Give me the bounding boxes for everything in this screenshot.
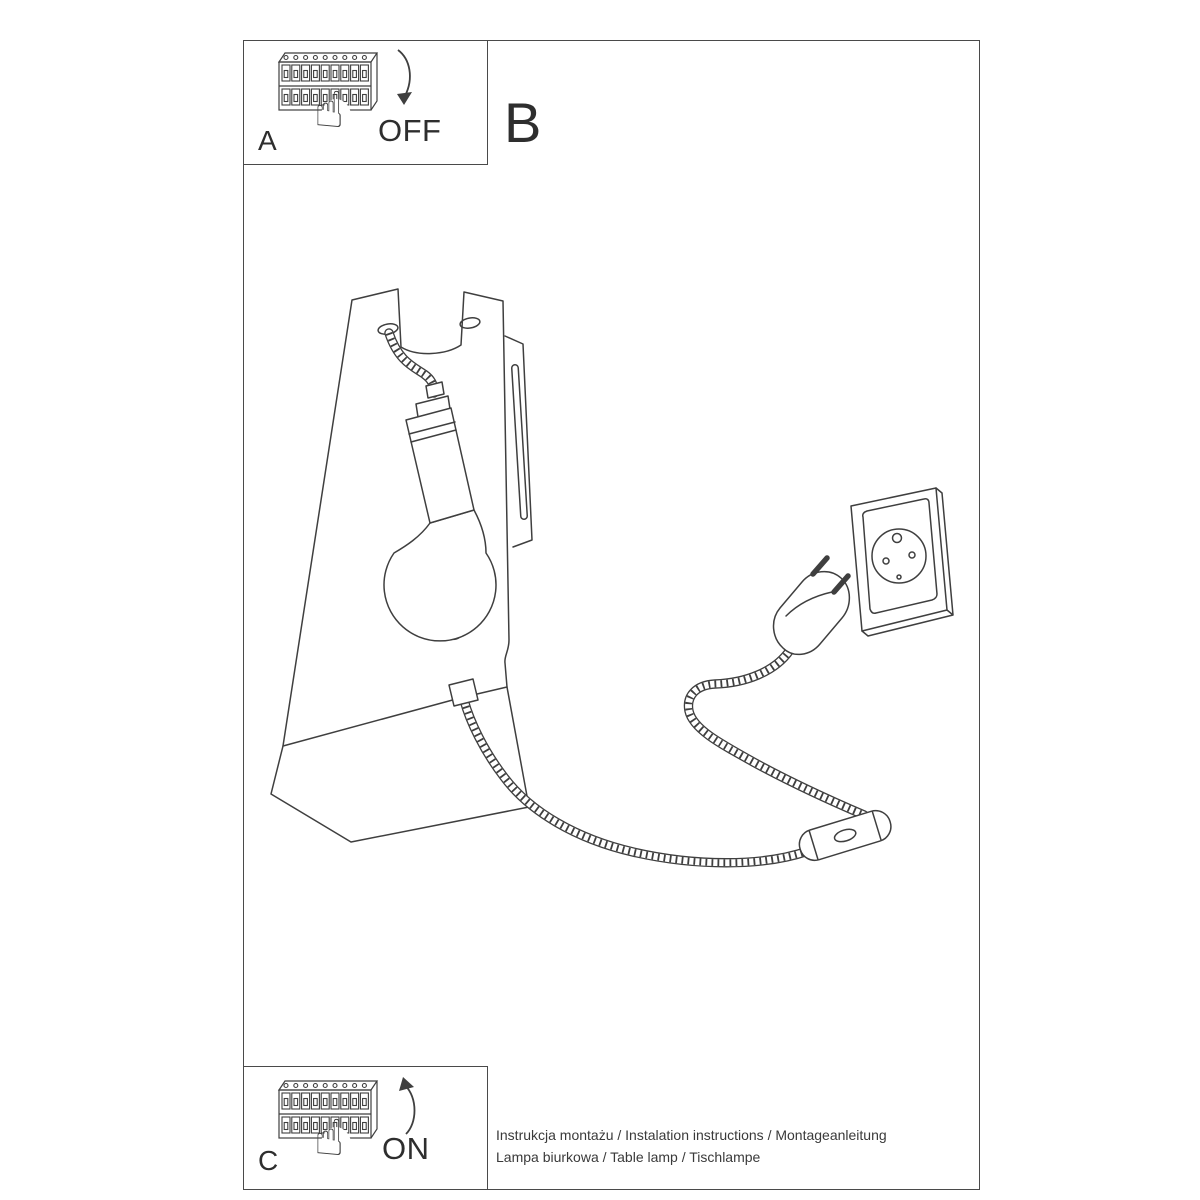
lamp-socket — [405, 381, 475, 524]
plug-face-line — [785, 591, 833, 617]
socket-plate-depth — [861, 487, 954, 637]
flange-slot-inner — [512, 365, 527, 519]
wall-socket-icon — [850, 487, 954, 637]
plug-pins — [810, 555, 851, 595]
sheet-border — [243, 40, 980, 1190]
switch-button — [833, 828, 857, 843]
keyhole-right — [459, 317, 481, 329]
socket-coupler-nub — [425, 381, 445, 399]
off-arrow-icon — [397, 49, 412, 105]
cord-b-tube — [459, 695, 813, 868]
socket-hole-left — [882, 557, 890, 565]
power-plug-icon — [772, 555, 851, 656]
stand-side-flange — [504, 335, 533, 548]
off-label: OFF — [378, 113, 442, 148]
breaker-panel-icon — [277, 1080, 379, 1139]
socket-rings — [408, 421, 457, 443]
socket-screw — [896, 574, 902, 580]
step-a-letter: A — [258, 125, 277, 156]
cord-a-core — [685, 646, 868, 819]
cord-b-ribs — [460, 699, 810, 867]
switch-body — [798, 809, 892, 862]
light-bulb — [383, 509, 497, 642]
on-label: ON — [382, 1131, 430, 1166]
socket-ground-pin — [891, 532, 903, 544]
footer: Instrukcja montażu / Instalation instruc… — [496, 1124, 887, 1168]
power-cord-switch-to-lamp — [459, 695, 813, 868]
stand-outline — [282, 288, 510, 747]
pointing-hand-icon: ☝ — [314, 81, 345, 139]
socket-plate — [850, 487, 948, 632]
switch-seams — [808, 811, 882, 860]
socket-hole-right — [908, 551, 916, 559]
inline-switch-icon — [798, 809, 892, 862]
pointing-hand-icon: ☝ — [314, 1109, 345, 1167]
power-cord-plug-to-switch — [683, 645, 869, 820]
cord-a-ribs — [685, 647, 866, 819]
step-c-letter: C — [258, 1145, 279, 1176]
gooseneck-ribs — [385, 331, 438, 394]
socket-recess — [871, 528, 927, 584]
step-a-panel: ☝ OFF A — [243, 40, 488, 165]
hand-mask — [320, 1127, 352, 1169]
step-c-panel: ☝ ON C — [243, 1066, 488, 1190]
footer-line-2: Lampa biurkowa / Table lamp / Tischlampe — [496, 1149, 761, 1165]
socket-inner-plate — [862, 498, 938, 614]
gooseneck-core — [385, 329, 438, 397]
cord-strain-tab — [448, 678, 479, 707]
socket-body — [405, 407, 475, 524]
cord-b-core — [460, 696, 812, 867]
footer-line-1: Instrukcja montażu / Instalation instruc… — [496, 1127, 887, 1143]
cord-a-tube — [683, 645, 869, 820]
step-b-letter: B — [504, 91, 542, 154]
hand-mask — [320, 99, 352, 141]
gooseneck-arm — [384, 328, 439, 398]
on-arrow-icon — [399, 1077, 416, 1135]
bulb-glass — [383, 509, 497, 642]
